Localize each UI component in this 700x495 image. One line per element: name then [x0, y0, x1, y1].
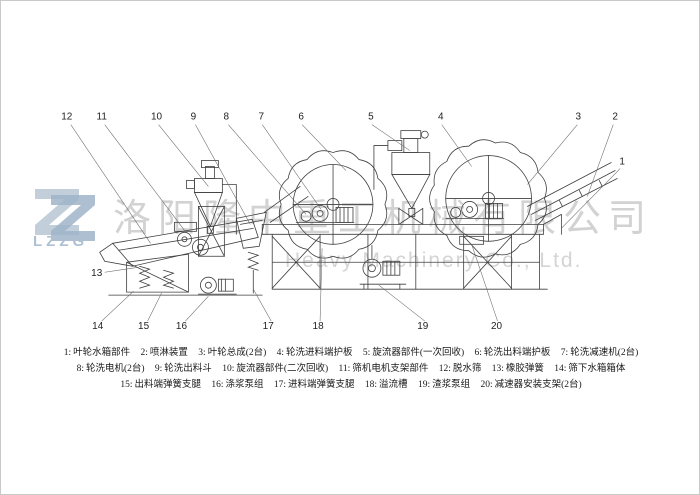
parts-legend: 1:叶轮水箱部件 2:喷淋装置 3:叶轮总成(2台) 4:轮洗进料端护板 5:旋… [1, 345, 699, 393]
sand-washing-wheel-left [278, 150, 388, 259]
legend-item: 5:旋流器部件(一次回收) [362, 348, 465, 358]
legend-item: 10:旋流器部件(二次回收) [222, 364, 329, 374]
callout-8: 8 [224, 112, 230, 123]
legend-item: 19:渣浆泵组 [417, 380, 471, 390]
callout-15: 15 [138, 321, 150, 332]
callout-18: 18 [313, 321, 325, 332]
legend-item: 2:喷淋装置 [140, 348, 188, 358]
legend-item: 13:橡胶弹簧 [491, 364, 544, 374]
legend-item: 16:涤浆泵组 [211, 380, 264, 390]
gear-unit-right [445, 201, 504, 219]
legend-item: 20:减速器安装支架(2台) [480, 380, 582, 390]
ground-lines [108, 288, 548, 296]
callout-17: 17 [263, 321, 275, 332]
hydrocyclone-primary [373, 130, 431, 225]
legend-item: 4:轮洗进料端护板 [276, 348, 353, 358]
leader-lines [70, 124, 621, 322]
wheel-discharge-hopper [235, 186, 309, 249]
impeller-water-tank-edge [543, 213, 562, 235]
rubber-springs [138, 251, 260, 294]
callout-13: 13 [91, 268, 103, 279]
screen-motor-bracket [174, 221, 197, 247]
callout-9: 9 [191, 112, 197, 123]
legend-item: 15:出料端弹簧支腿 [120, 380, 201, 390]
legend-row-1: 1:叶轮水箱部件 2:喷淋装置 3:叶轮总成(2台) 4:轮洗进料端护板 5:旋… [1, 345, 699, 361]
legend-item: 3:叶轮总成(2台) [198, 348, 267, 358]
logo-text: LZZG [33, 233, 89, 250]
slurry-pump-center [359, 244, 407, 290]
legend-item: 9:轮洗出料斗 [154, 364, 212, 374]
watermark-company-cn: 洛阳隆中重工机械有限公司 [113, 198, 654, 240]
logo-z-front [51, 195, 95, 241]
dewatering-screen [99, 218, 259, 267]
legend-item: 1:叶轮水箱部件 [63, 348, 131, 358]
callout-6: 6 [298, 112, 304, 123]
callout-19: 19 [417, 321, 429, 332]
legend-item: 18:溢流槽 [364, 380, 408, 390]
callout-2: 2 [612, 112, 618, 123]
callout-5: 5 [368, 112, 374, 123]
legend-row-3: 15:出料端弹簧支腿 16:涤浆泵组 17:进料端弹簧支腿 18:溢流槽 19:… [1, 377, 699, 393]
washer-frame [261, 223, 544, 290]
spray-pipes [527, 162, 618, 221]
lzzg-logo [29, 185, 109, 251]
legend-item: 8:轮洗电机(2台) [76, 364, 145, 374]
hydrocyclone-secondary [186, 160, 237, 235]
sand-washing-wheel-right [429, 139, 547, 258]
legend-item: 17:进料端弹簧支腿 [273, 380, 355, 390]
callout-16: 16 [176, 321, 188, 332]
callout-4: 4 [438, 112, 444, 123]
cyclone-tower [198, 206, 225, 257]
legend-item: 7:轮洗减速机(2台) [560, 348, 639, 358]
callout-numbers: 1 2 3 4 5 6 7 8 9 10 11 12 13 14 15 16 1… [61, 112, 625, 332]
callout-20: 20 [491, 321, 503, 332]
lzzg-logo-mark [35, 189, 95, 241]
under-screen-water-tank [126, 253, 189, 293]
slurry-pump-left [198, 276, 237, 295]
legend-row-2: 8:轮洗电机(2台) 9:轮洗出料斗 10:旋流器部件(二次回收) 11:筛机电… [1, 361, 699, 377]
legend-item: 14:筛下水箱箱体 [554, 364, 626, 374]
callout-12: 12 [61, 112, 73, 123]
legend-item: 12:脱水筛 [438, 364, 482, 374]
callout-7: 7 [258, 112, 264, 123]
callout-1: 1 [619, 157, 625, 168]
callout-10: 10 [151, 112, 163, 123]
callout-11: 11 [97, 112, 108, 123]
callout-14: 14 [92, 321, 104, 332]
legend-item: 11:筛机电机支架部件 [338, 364, 429, 374]
gear-unit-left [295, 205, 355, 223]
legend-item: 6:轮洗出料端护板 [474, 348, 551, 358]
callout-3: 3 [576, 112, 582, 123]
